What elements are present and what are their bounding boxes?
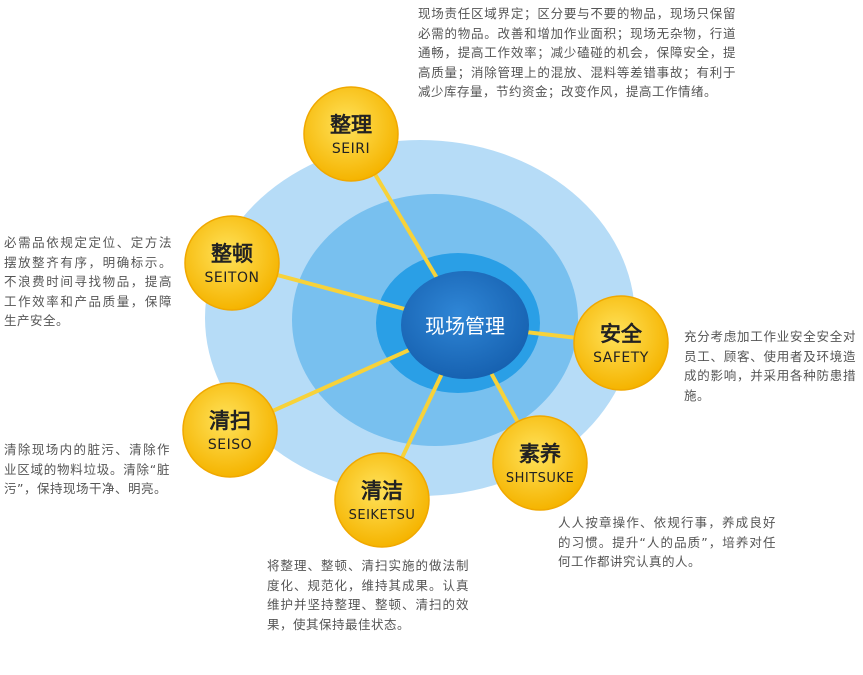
node-safety: 安全 SAFETY [573,295,669,391]
node-circle-safety [573,295,669,391]
node-subtitle-safety: SAFETY [593,350,649,366]
desc-seiketsu: 将整理、整顿、清扫实施的做法制度化、规范化，维持其成果。认真维护并坚持整理、整顿… [267,558,469,632]
desc-seiso: 清除现场内的脏污、清除作业区域的物料垃圾。清除“脏污”，保持现场干净、明亮。 [4,442,170,496]
node-title-seiri: 整理 [330,113,372,137]
node-subtitle-seiri: SEIRI [332,141,370,157]
node-subtitle-seiketsu: SEIKETSU [349,508,416,523]
node-circle-shitsuke [492,415,588,511]
node-circle-seiri [303,86,399,182]
desc-seiton: 必需品依规定定位、定方法摆放整齐有序，明确标示。不浪费时间寻找物品，提高工作效率… [4,235,172,328]
desc-seiri: 现场责任区域界定；区分要与不要的物品，现场只保留必需的物品。改善和增加作业面积；… [418,6,736,99]
center-label: 现场管理 [425,314,505,338]
node-seiton: 整顿 SEITON [184,215,280,311]
node-title-seiketsu: 清洁 [361,479,403,503]
node-seiketsu: 清洁 SEIKETSU [334,452,430,548]
node-circle-seiso [182,382,278,478]
desc-shitsuke: 人人按章操作、依规行事，养成良好的习惯。提升“人的品质”，培养对任何工作都讲究认… [558,515,776,569]
node-subtitle-seiso: SEISO [208,437,252,453]
desc-safety: 充分考虑加工作业安全安全对员工、顾客、使用者及环境造成的影响，并采用各种防患措施… [684,329,856,403]
node-title-shitsuke: 素养 [519,442,561,466]
node-circle-seiketsu [334,452,430,548]
nodes-layer: 整理 SEIRI 整顿 SEITON 清扫 SEISO 清洁 SEIKETSU 素养 SHITSU… [182,86,669,548]
node-title-seiso: 清扫 [209,409,251,433]
node-seiri: 整理 SEIRI [303,86,399,182]
center-core [401,271,529,379]
node-seiso: 清扫 SEISO [182,382,278,478]
node-subtitle-shitsuke: SHITSUKE [506,471,574,486]
node-circle-seiton [184,215,280,311]
node-title-seiton: 整顿 [211,242,253,266]
node-subtitle-seiton: SEITON [205,270,260,286]
node-title-safety: 安全 [600,322,643,346]
node-shitsuke: 素养 SHITSUKE [492,415,588,511]
